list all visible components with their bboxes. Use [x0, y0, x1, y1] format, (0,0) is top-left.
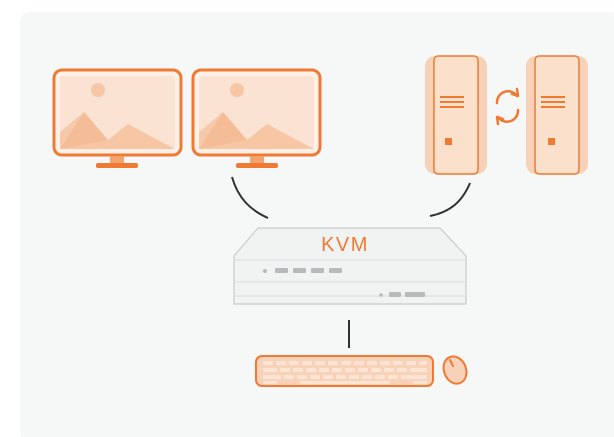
sync-arrows-icon — [495, 87, 520, 126]
monitor-left — [52, 68, 183, 168]
keyboard — [255, 355, 434, 387]
computer-tower-left — [425, 55, 487, 175]
kvm-switch: KVM — [233, 227, 467, 305]
kvm-label: KVM — [321, 234, 369, 256]
cable-monitors-to-kvm — [231, 176, 269, 219]
computer-tower-right — [526, 55, 588, 175]
monitor-right — [191, 68, 322, 168]
cable-computers-to-kvm — [429, 182, 471, 217]
mouse — [442, 355, 468, 385]
